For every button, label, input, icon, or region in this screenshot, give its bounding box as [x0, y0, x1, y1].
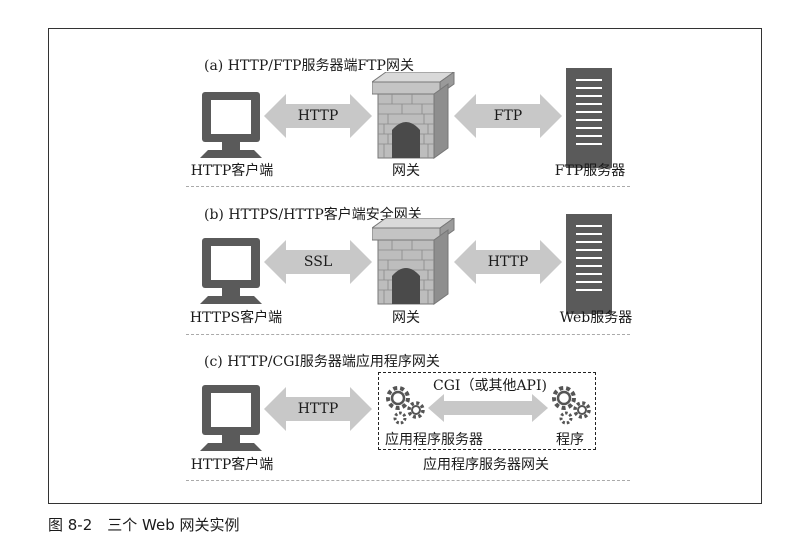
- monitor-icon: [200, 92, 262, 158]
- panel-b-right-arrow: [454, 240, 562, 284]
- figure-caption: 图 8-2 三个 Web 网关实例: [48, 516, 240, 534]
- server-icon: [566, 214, 613, 315]
- panel-c-app-server-label: 应用程序服务器: [385, 432, 483, 448]
- monitor-icon: [200, 238, 262, 304]
- panel-b-left-arrow: [264, 240, 372, 284]
- gateway-icon: [372, 72, 455, 159]
- divider-a: [186, 186, 630, 187]
- panel-c-title: (c) HTTP/CGI服务器端应用程序网关: [204, 354, 440, 370]
- app-server-gateway-box: [378, 372, 596, 450]
- gateway-icon: [372, 218, 455, 305]
- panel-c-program-label: 程序: [556, 432, 584, 448]
- panel-a-title: (a) HTTP/FTP服务器端FTP网关: [204, 58, 414, 74]
- panel-c-box-label: 应用程序服务器网关: [423, 457, 549, 473]
- panel-c-left-arrow: [264, 387, 372, 431]
- panel-b-client-label: HTTPS客户端: [189, 310, 283, 326]
- gear-icon: [552, 386, 591, 425]
- panel-b-left-arrow-label: SSL: [303, 254, 333, 270]
- panel-c-left-arrow-label: HTTP: [297, 401, 339, 417]
- panel-b-right-arrow-label: HTTP: [487, 254, 529, 270]
- panel-a-server-label: FTP服务器: [554, 163, 626, 179]
- panel-a-right-arrow-label: FTP: [493, 108, 523, 124]
- panel-a-left-arrow: [264, 94, 372, 138]
- panel-a-right-arrow: [454, 94, 562, 138]
- divider-c: [186, 480, 630, 481]
- panel-c-client-label: HTTP客户端: [190, 457, 274, 473]
- figure-frame: [48, 28, 762, 504]
- panel-b-server-label: Web服务器: [559, 310, 633, 326]
- monitor-icon: [200, 385, 262, 451]
- gear-icon: [386, 386, 425, 425]
- panel-b-title: (b) HTTPS/HTTP客户端安全网关: [204, 207, 422, 223]
- divider-b: [186, 334, 630, 335]
- panel-a-gateway-label: 网关: [392, 163, 420, 179]
- panel-c-inner-arrow: [428, 394, 548, 422]
- panel-a-left-arrow-label: HTTP: [297, 108, 339, 124]
- server-icon: [566, 68, 613, 169]
- panel-b-gateway-label: 网关: [392, 310, 420, 326]
- panel-a-client-label: HTTP客户端: [190, 163, 274, 179]
- panel-c-inner-arrow-label: CGI（或其他API): [433, 378, 547, 394]
